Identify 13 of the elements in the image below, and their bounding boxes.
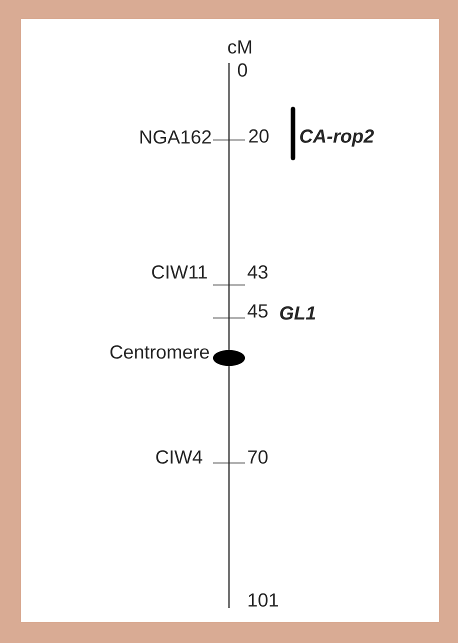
position-label: 70: [248, 450, 268, 464]
marker-label: Centromere: [110, 345, 209, 359]
position-label: 20: [249, 129, 269, 143]
position-label: 43: [248, 265, 268, 279]
unit-label: cM: [228, 40, 252, 54]
marker-label: NGA162: [140, 130, 211, 144]
position-label: 0: [238, 63, 247, 77]
marker-label: CIW11: [152, 265, 207, 279]
gene-label: CA-rop2: [300, 129, 374, 147]
gene-label: GL1: [280, 306, 316, 320]
position-label: 101: [248, 593, 278, 607]
position-label: 45: [248, 304, 268, 318]
marker-label: CIW4: [156, 450, 202, 464]
